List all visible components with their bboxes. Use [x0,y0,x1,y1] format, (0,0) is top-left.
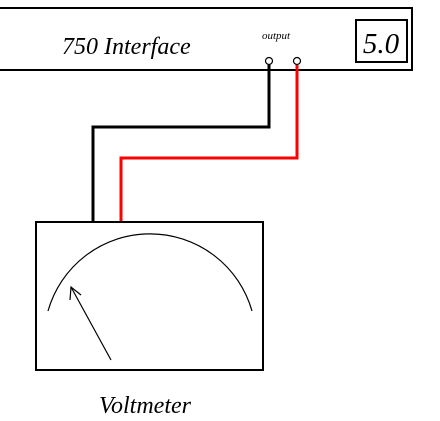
voltmeter-scale-arc [47,233,253,312]
interface-box [0,7,413,71]
voltmeter-body [35,221,264,371]
display-value: 5.0 [363,28,400,60]
black-wire [91,65,271,222]
needle-arrowhead [69,285,82,301]
output-terminal-negative [264,56,274,66]
red-wire [119,65,299,222]
interface-title: 750 Interface [62,34,191,60]
output-label: output [262,30,291,42]
voltmeter-needle [70,286,112,361]
voltmeter-label: Voltmeter [99,393,192,419]
display-box [355,19,408,63]
output-terminal-positive [292,56,302,66]
